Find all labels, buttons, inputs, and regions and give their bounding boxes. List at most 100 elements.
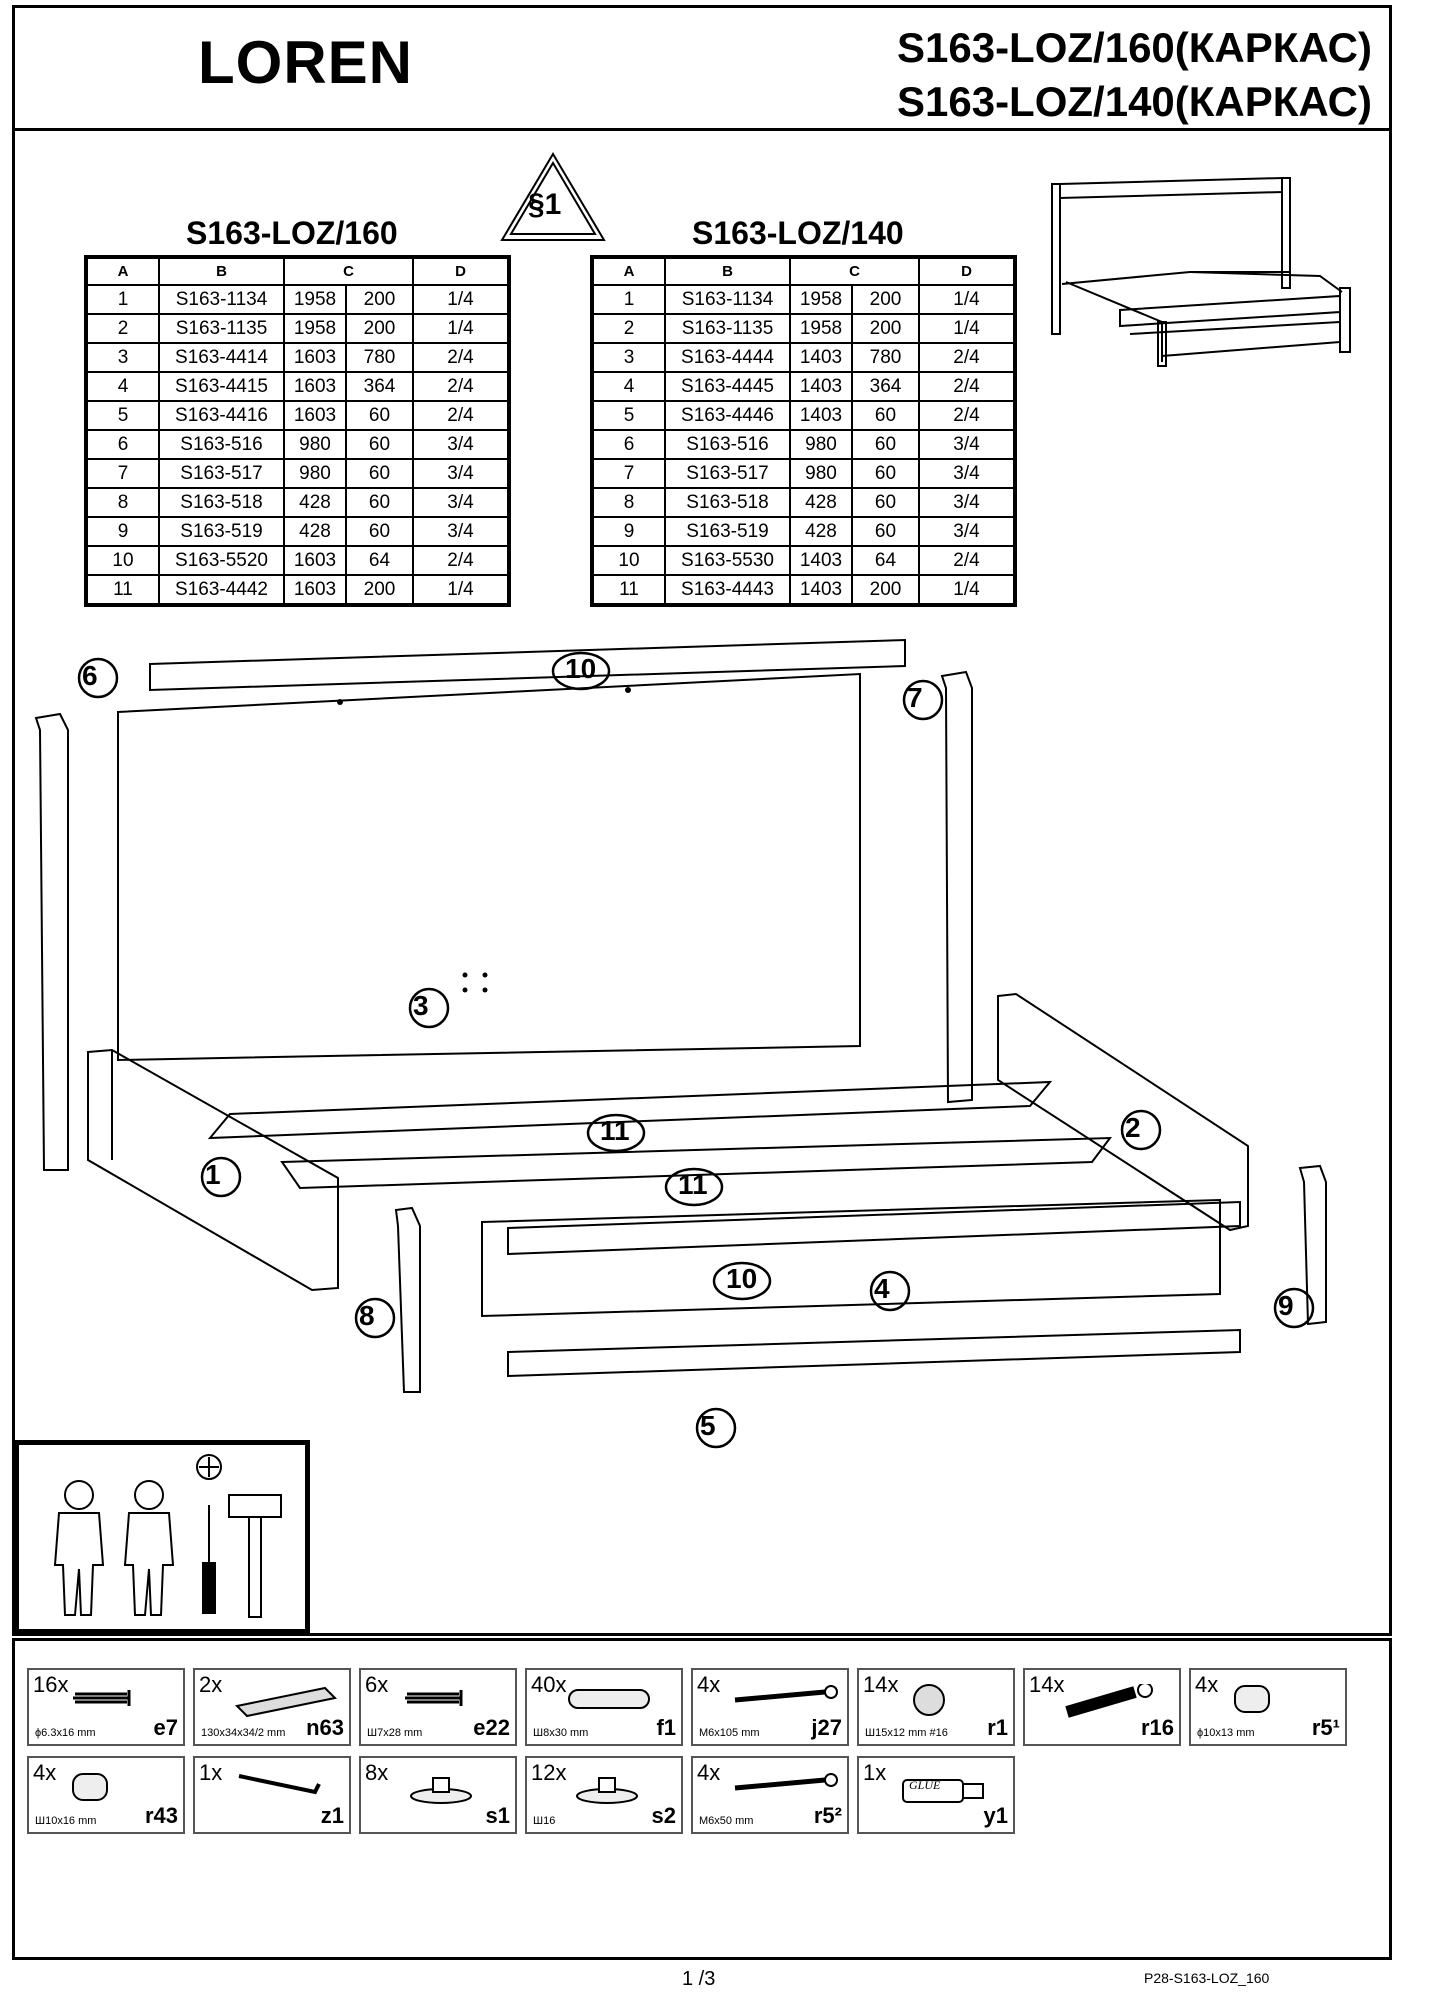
column-header-a: A bbox=[591, 256, 666, 286]
cell-length: 1603 bbox=[283, 371, 347, 402]
cell-index: 10 bbox=[85, 545, 160, 576]
cell-part-code: S163-519 bbox=[158, 516, 285, 547]
column-header-d: D bbox=[918, 256, 1016, 286]
cell-width: 64 bbox=[851, 545, 920, 576]
cell-length: 980 bbox=[789, 429, 853, 460]
cell-quantity: 3/4 bbox=[918, 487, 1016, 518]
hardware-size: ϕ6.3x16 mm bbox=[35, 1727, 96, 1739]
cell-width: 60 bbox=[851, 458, 920, 489]
callout-part-7: 7 bbox=[907, 682, 923, 713]
cell-width: 780 bbox=[345, 342, 414, 373]
callout-part-5: 5 bbox=[700, 1410, 716, 1441]
barrel-nut-icon bbox=[72, 1773, 108, 1801]
table-140-title: S163-LOZ/140 bbox=[692, 215, 904, 251]
cell-quantity: 1/4 bbox=[412, 284, 510, 315]
cell-width: 200 bbox=[345, 313, 414, 344]
cell-quantity: 3/4 bbox=[918, 458, 1016, 489]
glide-icon bbox=[576, 1777, 638, 1804]
hardware-code: j27 bbox=[811, 1715, 842, 1740]
cell-quantity: 3/4 bbox=[412, 487, 510, 518]
cell-quantity: 1/4 bbox=[918, 284, 1016, 315]
hardware-qty: 8x bbox=[365, 1760, 389, 1785]
hardware-qty: 40x bbox=[531, 1672, 567, 1697]
cell-length: 1403 bbox=[789, 574, 853, 606]
rail-part-10-foot bbox=[507, 1200, 1241, 1256]
cell-index: 4 bbox=[591, 371, 666, 402]
cell-index: 1 bbox=[591, 284, 666, 315]
column-header-c: C bbox=[283, 256, 414, 286]
hardware-code: f1 bbox=[656, 1715, 676, 1740]
cell-quantity: 2/4 bbox=[918, 371, 1016, 402]
cell-width: 64 bbox=[345, 545, 414, 576]
cell-quantity: 2/4 bbox=[918, 400, 1016, 431]
headboard-panel-part-3 bbox=[117, 672, 861, 1062]
cell-width: 60 bbox=[345, 458, 414, 489]
hardware-size: Ш8x30 mm bbox=[533, 1727, 589, 1739]
assembly-frame bbox=[12, 128, 1392, 1636]
cell-part-code: S163-516 bbox=[158, 429, 285, 460]
cell-length: 1403 bbox=[789, 342, 853, 373]
cell-part-code: S163-519 bbox=[664, 516, 791, 547]
hardware-size: ϕ10x13 mm bbox=[1197, 1727, 1255, 1739]
side-rail-part-2 bbox=[997, 992, 1249, 1232]
footboard-panel-part-4 bbox=[481, 1198, 1221, 1318]
cell-index: 5 bbox=[591, 400, 666, 431]
glue-label: GLUE bbox=[909, 1778, 941, 1792]
cell-width: 200 bbox=[345, 574, 414, 606]
cell-index: 11 bbox=[85, 574, 160, 606]
hardware-code: r5¹ bbox=[1311, 1715, 1340, 1740]
cell-part-code: S163-4444 bbox=[664, 342, 791, 373]
glide-icon bbox=[410, 1777, 472, 1804]
cell-length: 428 bbox=[789, 487, 853, 518]
callout-part-3: 3 bbox=[413, 990, 429, 1021]
cam-lock-icon bbox=[913, 1684, 945, 1716]
person-icon bbox=[64, 1480, 94, 1510]
column-header-c: C bbox=[789, 256, 920, 286]
cell-index: 3 bbox=[591, 342, 666, 373]
cell-part-code: S163-517 bbox=[664, 458, 791, 489]
cell-part-code: S163-1134 bbox=[664, 284, 791, 315]
cell-width: 60 bbox=[345, 516, 414, 547]
cell-width: 364 bbox=[345, 371, 414, 402]
cell-width: 60 bbox=[851, 516, 920, 547]
hardware-code: y1 bbox=[983, 1803, 1008, 1828]
cell-part-code: S163-4443 bbox=[664, 574, 791, 606]
hardware-size: M6x105 mm bbox=[699, 1727, 760, 1739]
brand-title: LOREN bbox=[198, 29, 413, 96]
bolt-icon bbox=[734, 1773, 838, 1791]
screw-icon bbox=[405, 1690, 463, 1706]
cell-quantity: 1/4 bbox=[412, 574, 510, 606]
cell-length: 1958 bbox=[283, 313, 347, 344]
screw-icon bbox=[73, 1690, 131, 1706]
cell-width: 60 bbox=[345, 400, 414, 431]
hardware-code: s1 bbox=[485, 1803, 510, 1828]
cell-part-code: S163-4414 bbox=[158, 342, 285, 373]
hardware-size: 130x34x34/2 mm bbox=[201, 1727, 286, 1739]
post-part-9 bbox=[1298, 1164, 1327, 1326]
hardware-code: e7 bbox=[153, 1715, 178, 1740]
cell-width: 60 bbox=[345, 487, 414, 518]
hardware-code: r5² bbox=[813, 1803, 842, 1828]
cell-length: 1603 bbox=[283, 545, 347, 576]
document-code: P28-S163-LOZ_160 bbox=[1144, 1970, 1270, 1986]
callout-part-9: 9 bbox=[1278, 1290, 1294, 1321]
hardware-item-s1: 8x s1 bbox=[359, 1756, 517, 1834]
hardware-size: Ш7x28 mm bbox=[367, 1727, 423, 1739]
tools-box bbox=[14, 1440, 310, 1634]
